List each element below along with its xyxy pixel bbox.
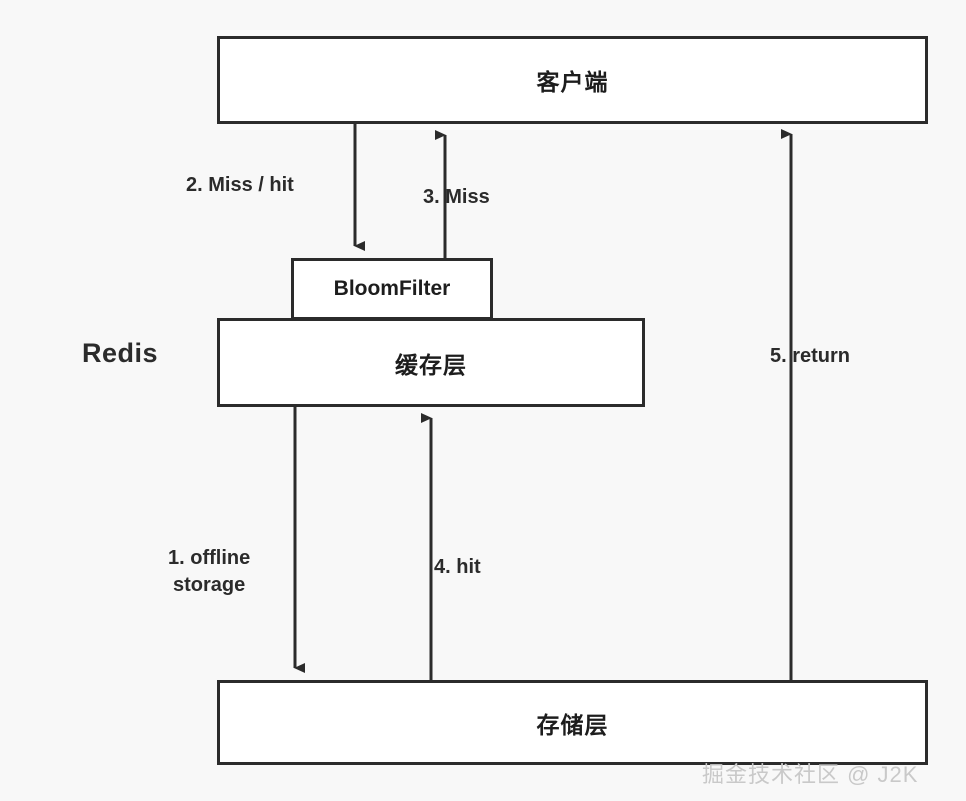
- redis-group-label: Redis: [82, 338, 159, 368]
- edge-label-step3: 3. Miss: [423, 186, 490, 208]
- watermark: 掘金技术社区 @ J2K: [702, 762, 919, 787]
- edge-label-step5: 5. return: [770, 345, 851, 367]
- node-cache-layer[interactable]: 缓存层: [217, 318, 645, 407]
- edge-label-step2: 2. Miss / hit: [186, 174, 294, 196]
- node-bloomfilter[interactable]: BloomFilter: [291, 258, 493, 320]
- node-storage-layer[interactable]: 存储层: [217, 680, 928, 765]
- node-client[interactable]: 客户端: [217, 36, 928, 124]
- edge-label-step4: 4. hit: [434, 556, 481, 578]
- edge-label-step1: 1. offline storage: [168, 547, 251, 596]
